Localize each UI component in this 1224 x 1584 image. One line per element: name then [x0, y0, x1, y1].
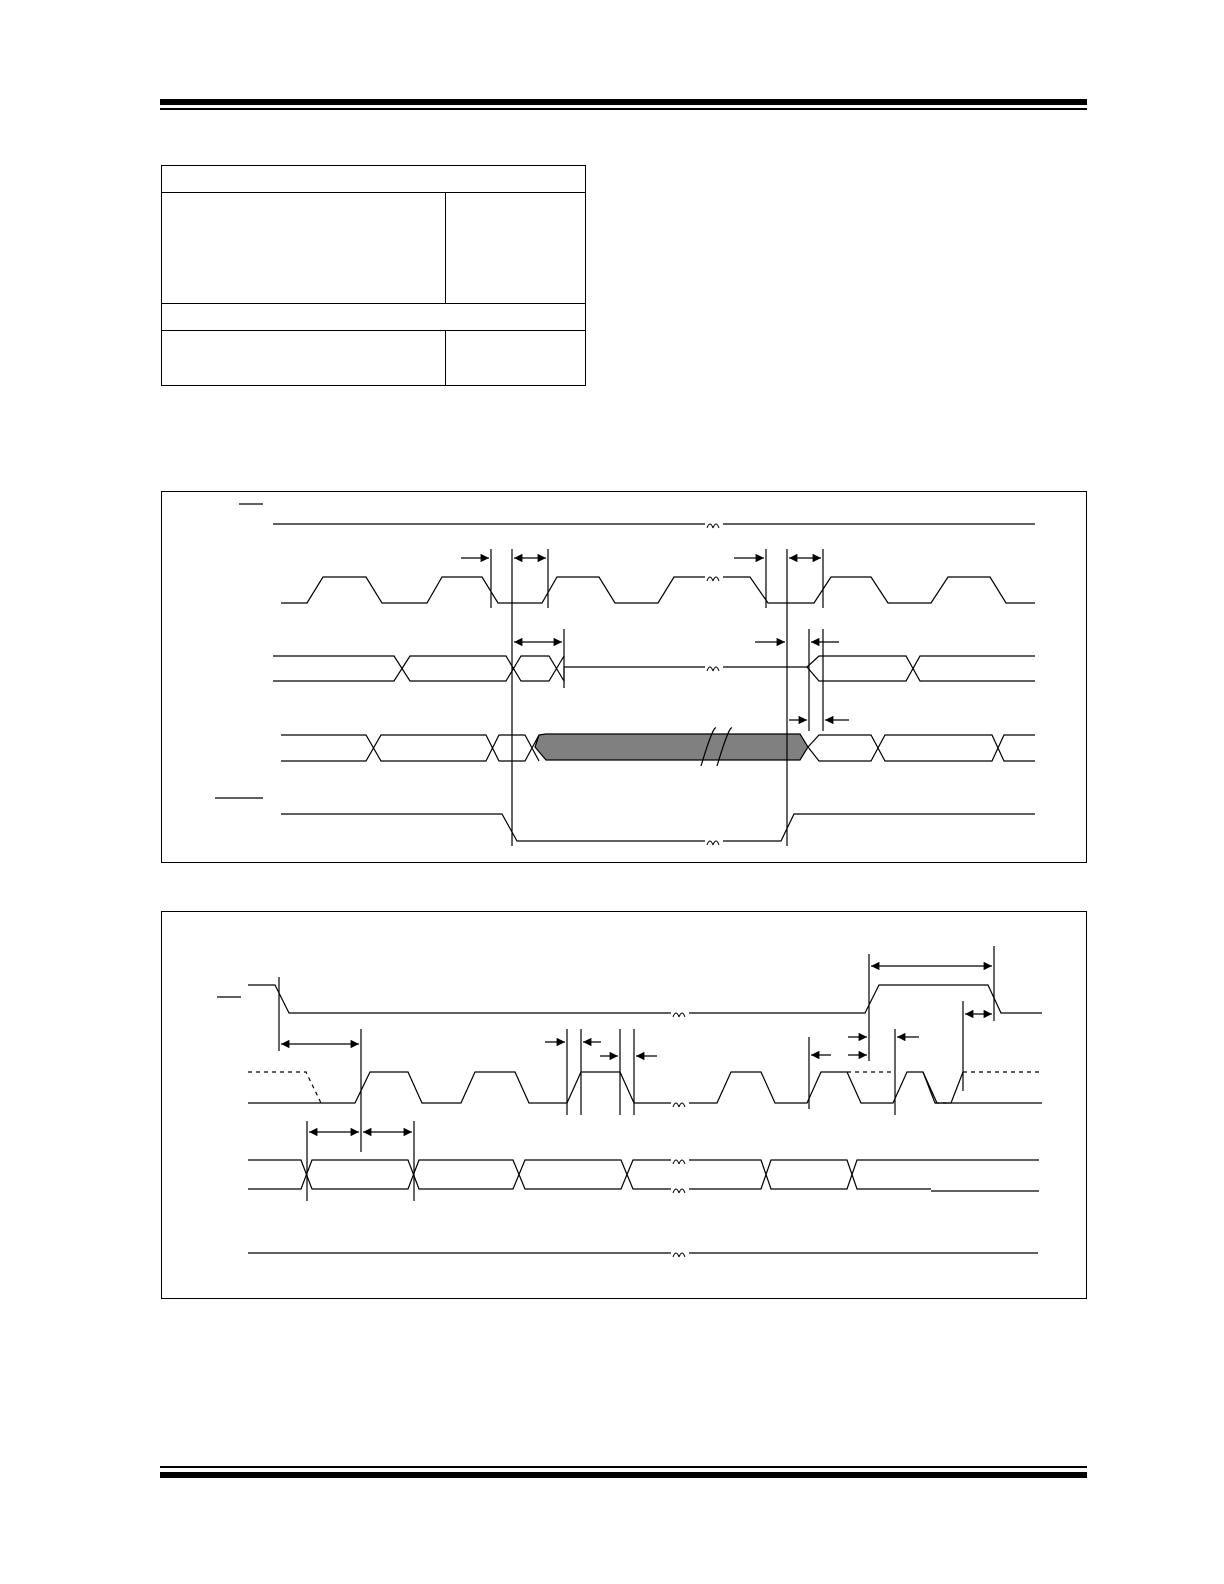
spec-table — [161, 165, 586, 386]
spec-table-column-divider-bottom — [445, 330, 446, 386]
waveform-row-4-data — [281, 727, 1035, 767]
fig2-waveform-row-4 — [248, 1252, 1038, 1258]
spec-table-section-divider-1 — [162, 303, 585, 304]
waveform-row-4-shaded-region — [534, 733, 809, 761]
timing-diagram-2 — [161, 911, 1087, 1299]
fig2-waveform-row-2-clock — [248, 1071, 1042, 1108]
timing-diagram-2-svg — [217, 946, 1042, 1258]
waveform-row-1 — [273, 523, 1035, 529]
timing-diagram-1 — [161, 491, 1087, 863]
footer-rule-thick — [160, 1472, 1087, 1478]
spec-table-header-divider — [162, 192, 585, 193]
waveform-row-3-bus — [273, 655, 1035, 684]
footer-rule-thin — [160, 1466, 1087, 1468]
waveform-row-2-clock — [281, 576, 1035, 604]
timing-diagram-1-svg — [215, 503, 1035, 846]
spec-table-section-divider-2 — [162, 330, 585, 331]
spec-table-column-divider-top — [445, 192, 446, 304]
fig2-waveform-row-1 — [248, 984, 1042, 1018]
header-rule-thin — [160, 108, 1087, 110]
header-rule-thick — [160, 99, 1087, 105]
fig2-waveform-row-3-bus — [248, 1159, 1039, 1194]
waveform-row-5 — [281, 813, 1035, 846]
